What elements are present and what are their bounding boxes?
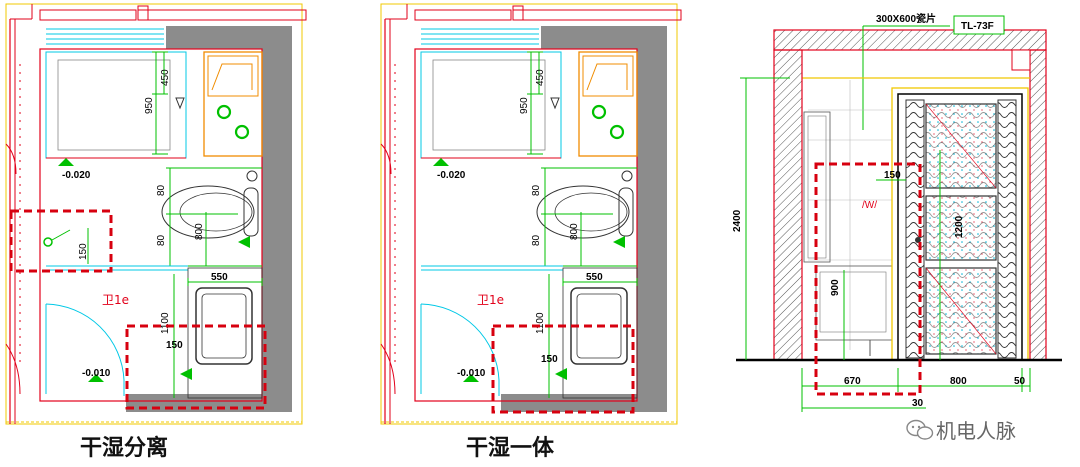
dim-1200: 1200 xyxy=(954,215,965,238)
dim-2400: 2400 xyxy=(732,209,743,232)
watermark-text: 机电人脉 xyxy=(936,419,1016,443)
room-label: 卫1e xyxy=(477,293,504,307)
left-wall xyxy=(773,49,803,361)
tag-box xyxy=(953,15,1005,35)
dim-80-upper: 80 xyxy=(531,184,542,196)
elevation-panel: 300X600瓷片 TL-73F /W/ xyxy=(732,12,1062,412)
dim-80-upper: 80 xyxy=(156,184,167,196)
tag-label: TL-73F xyxy=(961,21,994,32)
dim-50: 50 xyxy=(1014,376,1026,387)
dim-150-basin: 150 xyxy=(541,354,558,365)
dim-80-lower: 80 xyxy=(156,234,167,246)
dim-800: 800 xyxy=(569,223,580,240)
level-label-upper: -0.020 xyxy=(62,170,91,181)
dim-150: 150 xyxy=(884,170,901,181)
highlight-basin-area xyxy=(491,324,635,414)
dim-450: 450 xyxy=(160,69,171,86)
dim-1100: 1100 xyxy=(535,312,546,334)
highlight-vanity-wall xyxy=(814,162,922,396)
wechat-icon xyxy=(906,419,934,440)
dim-900: 900 xyxy=(830,279,841,296)
plan-panel-dry-wet-separated: 450 950 -0.020 80 80 800 150 550 1100 15… xyxy=(4,2,308,426)
level-label-upper: -0.020 xyxy=(437,170,466,181)
right-wall xyxy=(1029,49,1047,361)
dim-800: 800 xyxy=(194,223,205,240)
tile-note: 300X600瓷片 xyxy=(876,12,936,25)
dim-670: 670 xyxy=(844,376,861,387)
dim-550: 550 xyxy=(211,272,228,283)
caption-right: 干湿一体 xyxy=(466,436,555,461)
dim-800: 800 xyxy=(950,376,967,387)
vent-label: /W/ xyxy=(862,200,877,211)
dim-150-shower: 150 xyxy=(78,243,89,260)
dim-950: 950 xyxy=(519,97,530,114)
dim-80-lower: 80 xyxy=(531,234,542,246)
level-label-lower: -0.010 xyxy=(457,368,486,379)
highlight-shower-drain xyxy=(9,209,113,273)
caption-left: 干湿分离 xyxy=(80,435,168,461)
dim-30: 30 xyxy=(912,398,924,409)
leader-line xyxy=(51,229,71,241)
watermark: 机电人脉 xyxy=(906,419,1016,443)
dim-150-basin: 150 xyxy=(166,340,183,351)
ceiling-slab xyxy=(773,29,1047,51)
level-label-lower: -0.010 xyxy=(82,368,111,379)
highlight-basin-area xyxy=(125,324,267,410)
dim-1100: 1100 xyxy=(160,312,171,334)
room-label: 卫1e xyxy=(102,293,129,307)
dim-450: 450 xyxy=(535,69,546,86)
dim-550: 550 xyxy=(586,272,603,283)
plan-panel-dry-wet-combined: 450 950 -0.020 80 80 800 550 1100 150 -0… xyxy=(379,2,683,426)
dim-950: 950 xyxy=(144,97,155,114)
floor-drain-icon xyxy=(43,237,53,247)
